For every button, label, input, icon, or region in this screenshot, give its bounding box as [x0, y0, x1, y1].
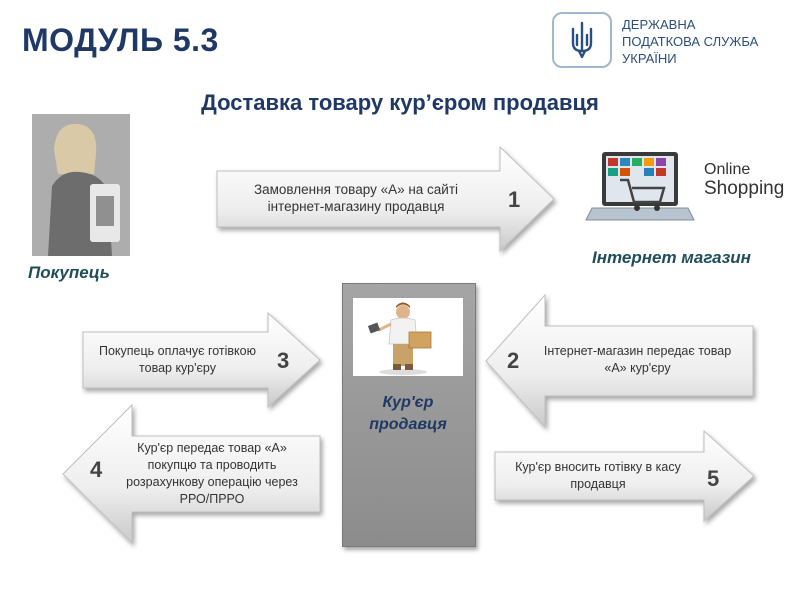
step-2-text: Інтернет-магазин передає товар«А» кур'єр… — [543, 344, 732, 375]
org-line-3: УКРАЇНИ — [622, 51, 677, 66]
step-3-number: 3 — [277, 348, 290, 373]
laptop-shopping-cart-icon — [585, 152, 695, 221]
arrow-step-4-shape — [62, 403, 321, 545]
shop-caption: Інтернет магазин — [592, 248, 751, 267]
step-2-number: 2 — [507, 348, 520, 373]
buyer-caption: Покупець — [28, 263, 110, 282]
org-line-2: ПОДАТКОВА СЛУЖБА — [622, 34, 759, 49]
slide-title: Доставка товару кур’єром продавця — [201, 90, 599, 115]
tax-service-logo — [552, 12, 612, 68]
org-line-1: ДЕРЖАВНА — [622, 17, 696, 32]
step-4-text: Кур'єр передає товар «А» покупцю та пров… — [126, 441, 298, 506]
online-shopping-line-2: Shopping — [704, 178, 785, 199]
arrow-step-1-shape — [216, 145, 555, 253]
step-1-number: 1 — [508, 187, 521, 212]
buyer-photo — [32, 114, 130, 256]
trident-emblem-icon — [571, 21, 593, 59]
courier-caption: Кур'єр продавця — [369, 394, 447, 433]
step-5-number: 5 — [707, 466, 720, 491]
online-shopping-logo: Online Shopping — [704, 160, 784, 198]
courier-photo — [353, 298, 463, 376]
arrow-step-5-shape — [494, 429, 755, 523]
step-4-number: 4 — [90, 457, 103, 482]
online-shopping-line-1: Online — [704, 161, 751, 178]
org-name: ДЕРЖАВНА ПОДАТКОВА СЛУЖБА УКРАЇНИ — [622, 16, 758, 67]
arrow-step-3-shape — [82, 311, 321, 409]
arrow-step-2-shape — [485, 293, 754, 429]
module-title: МОДУЛЬ 5.3 — [22, 22, 219, 58]
